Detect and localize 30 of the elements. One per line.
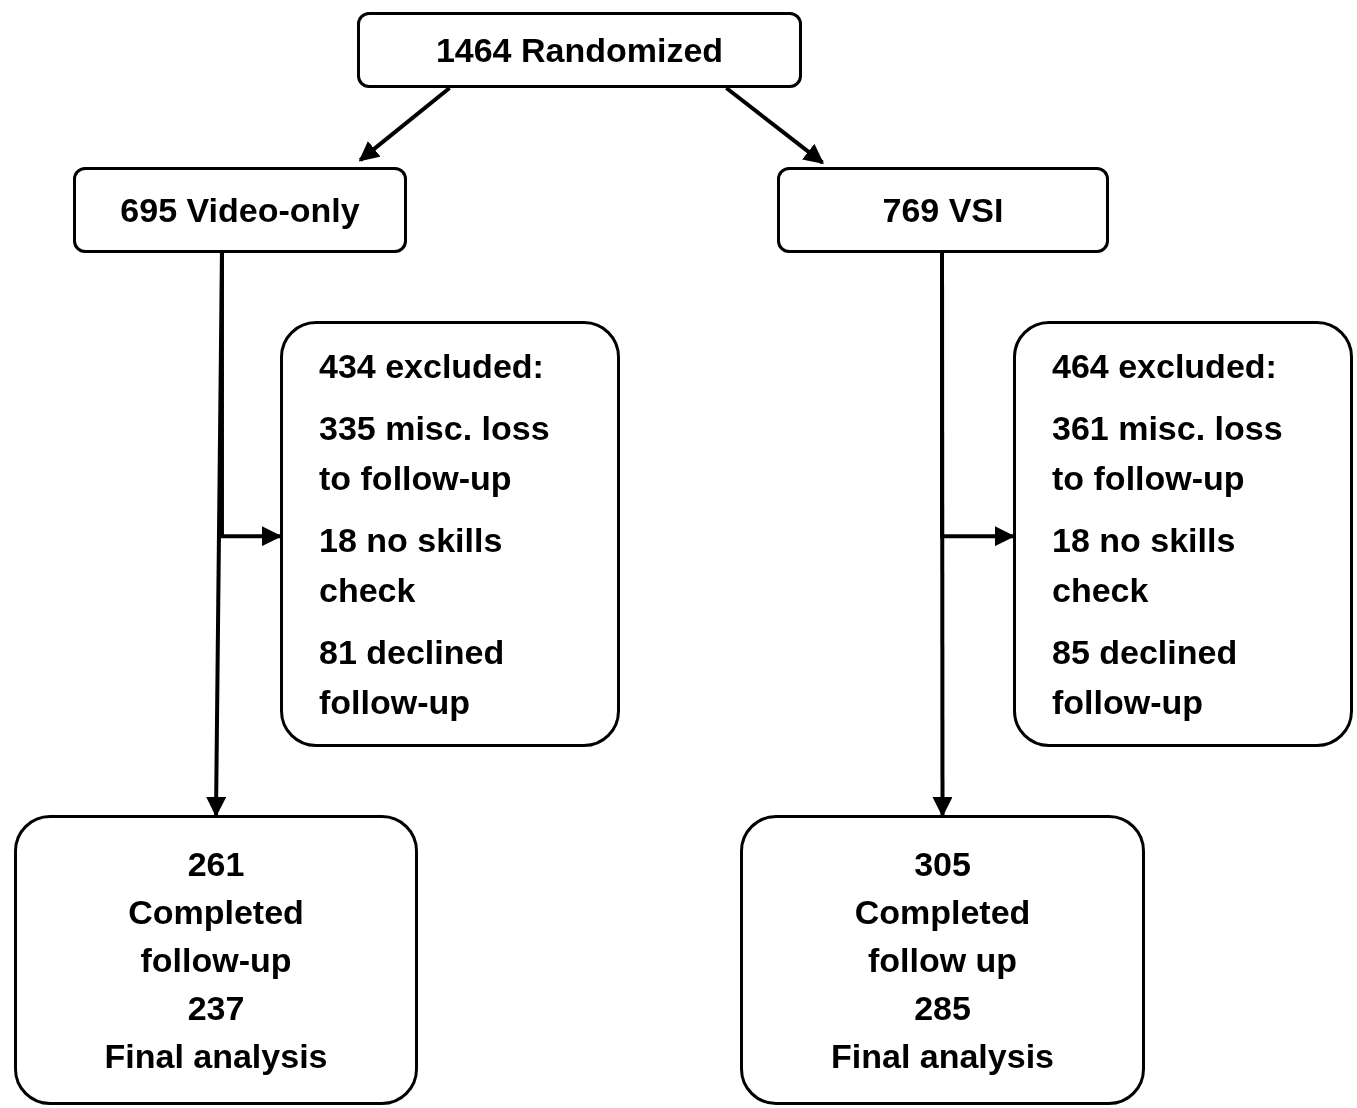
box-text: 361 misc. loss to follow-up bbox=[1052, 408, 1284, 499]
process-box bbox=[1013, 321, 1353, 747]
process-box bbox=[740, 815, 1145, 1105]
box-text: 1464 Randomized bbox=[435, 30, 724, 70]
box-text: 18 no skills check bbox=[1052, 520, 1237, 611]
box-text: 769 VSI bbox=[882, 190, 1004, 230]
box-text: 335 misc. loss to follow-up bbox=[319, 408, 551, 499]
box-text: 85 declined follow-up bbox=[1052, 632, 1239, 723]
box-text: 695 Video-only bbox=[120, 190, 360, 230]
arrow bbox=[940, 253, 1015, 547]
arrow bbox=[219, 253, 282, 547]
box-text: 434 excluded: bbox=[319, 346, 544, 387]
process-box bbox=[14, 815, 418, 1105]
arrow bbox=[725, 86, 825, 165]
box-text: 18 no skills check bbox=[319, 520, 504, 611]
process-box bbox=[357, 12, 802, 88]
box-text: Completed follow up bbox=[853, 892, 1032, 981]
arrow bbox=[358, 86, 451, 162]
process-box bbox=[777, 167, 1109, 253]
process-box bbox=[73, 167, 407, 253]
box-text: Completed follow-up bbox=[127, 892, 305, 981]
box-text: 261 bbox=[187, 844, 245, 885]
process-box bbox=[280, 321, 620, 747]
box-text: 81 declined follow-up bbox=[319, 632, 506, 723]
box-text: Final analysis bbox=[831, 1036, 1054, 1077]
box-text: 464 excluded: bbox=[1052, 346, 1277, 387]
box-text: 237 bbox=[187, 988, 245, 1029]
box-text: 285 bbox=[914, 988, 971, 1029]
box-text: Final analysis bbox=[104, 1036, 328, 1077]
box-text: 305 bbox=[914, 844, 971, 885]
